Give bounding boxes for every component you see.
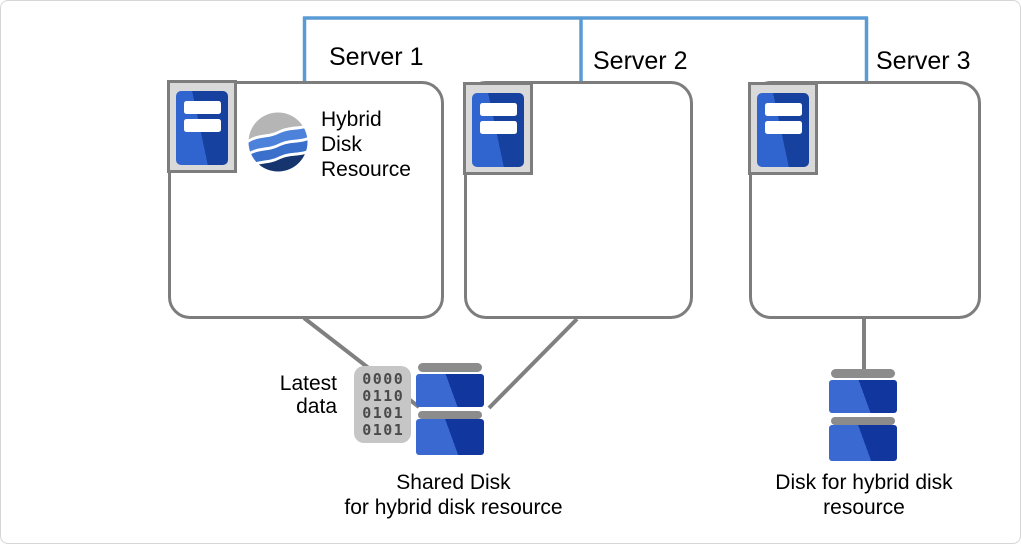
server-drive-bay-icon: [765, 121, 802, 134]
server-tower-icon: [176, 91, 228, 165]
disk-body: [416, 374, 484, 407]
server1-label: Server 1: [329, 43, 424, 71]
disk-body: [829, 380, 897, 413]
server3-label: Server 3: [876, 47, 971, 75]
server2-shared-disk-link-line: [487, 317, 579, 410]
server-tower-icon: [757, 93, 809, 167]
disk-body: [829, 425, 897, 461]
hybrid-disk-icon: [829, 369, 897, 461]
disk-body: [416, 419, 484, 455]
latest-data-label: Latest data: [279, 372, 337, 418]
shared-disk-caption: Shared Disk for hybrid disk resource: [344, 471, 563, 519]
hybrid-disk-caption: Disk for hybrid disk resource: [775, 471, 953, 519]
disk-platter-cap: [831, 369, 895, 378]
shared-disk-icon: [416, 363, 484, 455]
server2-icon: [463, 82, 533, 175]
binary-row: 0110: [362, 387, 405, 405]
disk-platter-cap: [418, 363, 482, 372]
server-tower-icon: [472, 93, 524, 167]
server-drive-bay-icon: [184, 101, 221, 114]
hybrid-disk-resource-icon: [248, 112, 308, 172]
server3-icon: [748, 82, 818, 175]
binary-row: 0000: [362, 370, 405, 388]
server1-box: [168, 81, 444, 319]
server-drive-bay-icon: [765, 103, 802, 116]
binary-data-icon: 0000 0110 0101 0101: [354, 366, 411, 443]
server-drive-bay-icon: [480, 121, 517, 134]
binary-row: 0101: [362, 421, 405, 439]
server-drive-bay-icon: [480, 103, 517, 116]
binary-row: 0101: [362, 404, 405, 422]
server-drive-bay-icon: [184, 119, 221, 132]
server1-icon: [167, 80, 237, 173]
hybrid-disk-resource-label: Hybrid Disk Resource: [321, 108, 411, 181]
disk-platter-cap: [418, 411, 482, 419]
server2-label: Server 2: [593, 47, 688, 75]
disk-platter-cap: [831, 417, 895, 425]
